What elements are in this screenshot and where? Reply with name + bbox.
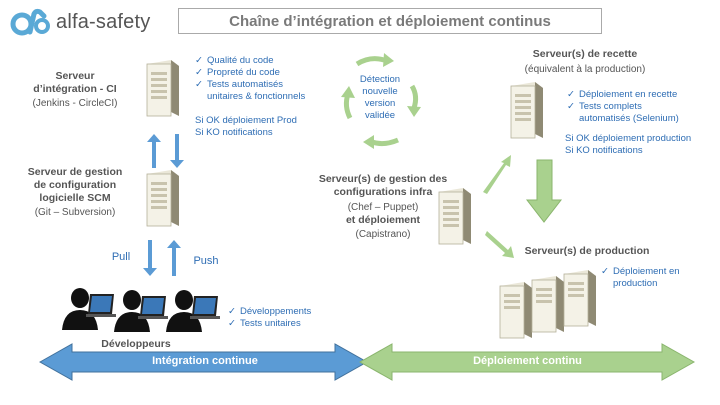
production-servers-icon bbox=[494, 268, 606, 347]
ci-server-sub: (Jenkins - CircleCI) bbox=[32, 98, 118, 109]
recette-note: Si OK déploiement production bbox=[565, 133, 692, 144]
production-checklist: Déploiement en production bbox=[601, 266, 716, 290]
infra-server-icon bbox=[433, 186, 475, 255]
ci-notes: Si OK déploiement Prod Si KO notificatio… bbox=[195, 115, 365, 139]
integration-band-label: Intégration continue bbox=[152, 355, 258, 367]
production-check-item: Déploiement en bbox=[601, 266, 716, 278]
page-title: Chaîne d’intégration et déploiement cont… bbox=[178, 8, 602, 34]
scm-to-ci-arrow bbox=[147, 134, 161, 168]
scm-server-icon bbox=[141, 168, 183, 237]
recette-note: Si KO notifications bbox=[565, 145, 643, 156]
ci-server-label: Serveur d’intégration - CI bbox=[33, 70, 117, 95]
infra-to-production-arrow bbox=[485, 231, 514, 258]
production-check-item-cont: production bbox=[613, 278, 658, 289]
recette-checklist: Déploiement en recette Tests complets au… bbox=[567, 89, 717, 125]
infra-server-label: Serveur(s) de gestion des configurations… bbox=[318, 173, 448, 198]
infra-deploy-sub: (Capistrano) bbox=[355, 229, 411, 240]
infra-to-recette-arrow bbox=[483, 155, 511, 194]
infra-deploy-label: et déploiement bbox=[345, 214, 421, 226]
developer-2-icon bbox=[112, 286, 170, 337]
pull-label: Pull bbox=[111, 251, 131, 263]
detection-label: Détection nouvelle version validée bbox=[359, 74, 401, 121]
dev-check-item: Développements bbox=[228, 306, 358, 318]
ci-note: Si OK déploiement Prod bbox=[195, 115, 297, 126]
recette-server-sub: (équivalent à la production) bbox=[524, 64, 646, 75]
ci-check-item: Qualité du code bbox=[195, 55, 365, 67]
ci-check-item-cont: unitaires & fonctionnels bbox=[207, 91, 306, 102]
cycle-arrow-bottom bbox=[371, 137, 399, 147]
recette-to-production-arrow bbox=[525, 159, 563, 223]
ci-checklist: Qualité du code Propreté du code Tests a… bbox=[195, 55, 365, 103]
recette-check-item: Déploiement en recette bbox=[567, 89, 717, 101]
pull-arrow bbox=[143, 240, 157, 276]
recette-check-item-cont: automatisés (Selenium) bbox=[579, 113, 679, 124]
ci-check-item: Propreté du code bbox=[195, 67, 365, 79]
developers-label: Développeurs bbox=[101, 338, 171, 350]
logo: alfa-safety bbox=[8, 8, 150, 36]
alfa-safety-logo-icon bbox=[10, 8, 50, 36]
recette-check-item: Tests complets bbox=[567, 101, 717, 113]
ci-note: Si KO notifications bbox=[195, 127, 273, 138]
push-label: Push bbox=[193, 255, 219, 267]
ci-check-item: Tests automatisés bbox=[195, 79, 365, 91]
ci-server-icon bbox=[141, 58, 183, 127]
deployment-band bbox=[358, 343, 696, 381]
logo-text: alfa-safety bbox=[56, 10, 151, 33]
infra-server-sub: (Chef – Puppet) bbox=[347, 202, 419, 213]
recette-server-icon bbox=[505, 80, 547, 149]
push-arrow bbox=[167, 240, 181, 276]
scm-server-sub: (Git – Subversion) bbox=[34, 207, 116, 218]
developer-3-icon bbox=[164, 286, 222, 337]
developer-1-icon bbox=[60, 284, 118, 335]
developer-checklist: Développements Tests unitaires bbox=[228, 306, 358, 330]
deployment-band-label: Déploiement continu bbox=[473, 355, 582, 367]
cycle-arrow-right bbox=[409, 84, 419, 109]
production-server-label: Serveur(s) de production bbox=[524, 245, 650, 257]
recette-server-label: Serveur(s) de recette bbox=[532, 48, 638, 60]
scm-server-label: Serveur de gestion de configuration logi… bbox=[27, 166, 123, 204]
recette-notes: Si OK déploiement production Si KO notif… bbox=[565, 133, 717, 157]
dev-check-item: Tests unitaires bbox=[228, 318, 358, 330]
ci-to-scm-arrow bbox=[170, 134, 184, 168]
